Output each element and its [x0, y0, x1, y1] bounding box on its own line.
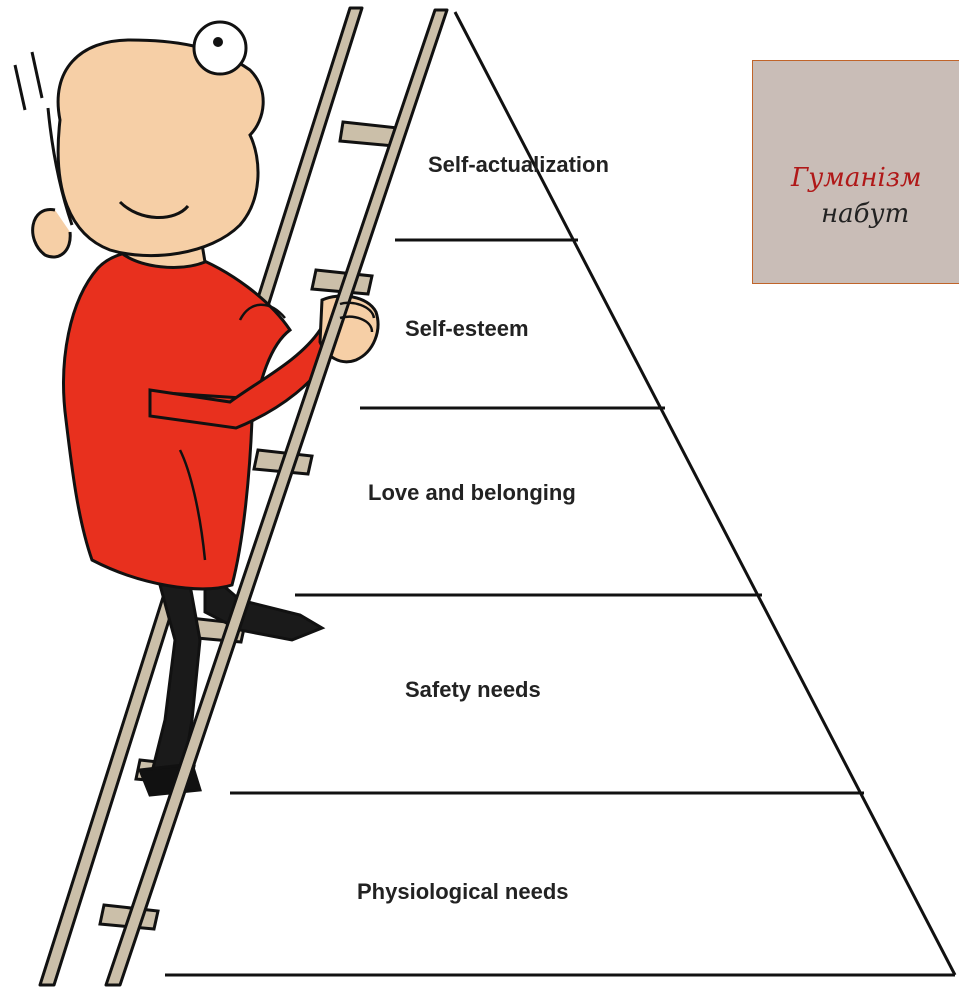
climber-worry-mark: [13, 64, 27, 111]
climber-eye: [192, 20, 248, 76]
climber-pupil: [213, 37, 223, 47]
note-line-2: набут: [821, 199, 910, 229]
climber-fingers: [339, 301, 376, 333]
level-label-self-esteem: Self-esteem: [405, 316, 529, 341]
climber-shirt-fold: [178, 449, 207, 561]
level-label-safety-needs: Safety needs: [405, 677, 541, 702]
climber-ear: [31, 208, 72, 259]
pyramid: [165, 11, 957, 977]
climber-worry-mark: [30, 51, 44, 99]
climber-pocket: [238, 303, 286, 321]
cartoon-climber-illustration: [13, 6, 449, 987]
climber-smile: [118, 200, 190, 219]
level-label-love-and-belonging: Love and belonging: [368, 480, 576, 505]
climber-hair: [46, 107, 74, 226]
note-line-1: Гуманізм: [791, 163, 922, 193]
note-box: Гуманізм набут: [752, 60, 959, 284]
pyramid-right-edge: [453, 11, 957, 976]
ladder-right-rail: [104, 8, 449, 987]
level-label-self-actualization: Self-actualization: [428, 152, 609, 177]
level-label-physiological-needs: Physiological needs: [357, 879, 569, 904]
climber-legs: [137, 566, 326, 797]
climber-head: [56, 38, 265, 258]
